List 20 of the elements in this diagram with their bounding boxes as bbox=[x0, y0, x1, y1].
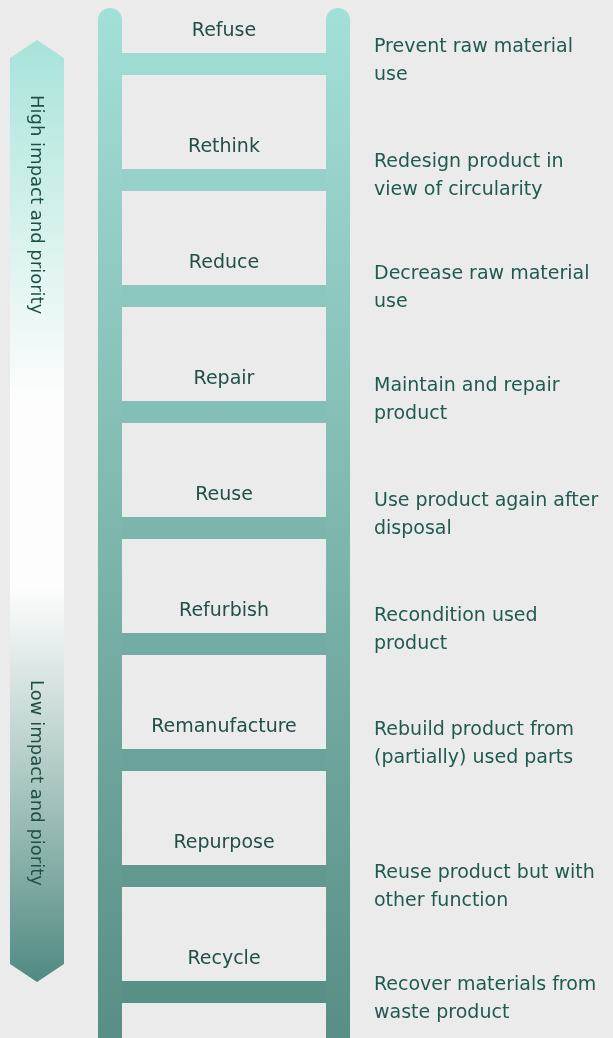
step-label: Reuse bbox=[194, 482, 254, 504]
step-label: Remanufacture bbox=[150, 714, 298, 736]
step-label: Refurbish bbox=[178, 598, 270, 620]
step-label: Repair bbox=[192, 366, 256, 388]
step-description: Use product again after disposal bbox=[374, 487, 600, 540]
step-description: Prevent raw material use bbox=[374, 33, 574, 86]
step-label: Recycle bbox=[186, 946, 262, 968]
step-description: Recondition used product bbox=[374, 602, 539, 655]
step-label: Refuse bbox=[190, 18, 258, 40]
arrow-label: Low impact and piority bbox=[26, 680, 48, 886]
step-description: Recover materials from waste product bbox=[374, 971, 598, 1024]
step-description: Redesign product in view of circularity bbox=[374, 148, 565, 201]
step-label: Reduce bbox=[187, 250, 261, 272]
step-description: Rebuild product from (partially) used parts bbox=[374, 716, 576, 769]
arrow-label: High impact and priority bbox=[26, 95, 48, 315]
step-description: Maintain and repair product bbox=[374, 372, 561, 425]
step-description: Decrease raw material use bbox=[374, 260, 591, 313]
step-description: Reuse product but with other function bbox=[374, 859, 596, 912]
step-label: Repurpose bbox=[172, 830, 276, 852]
step-label: Rethink bbox=[187, 134, 261, 156]
